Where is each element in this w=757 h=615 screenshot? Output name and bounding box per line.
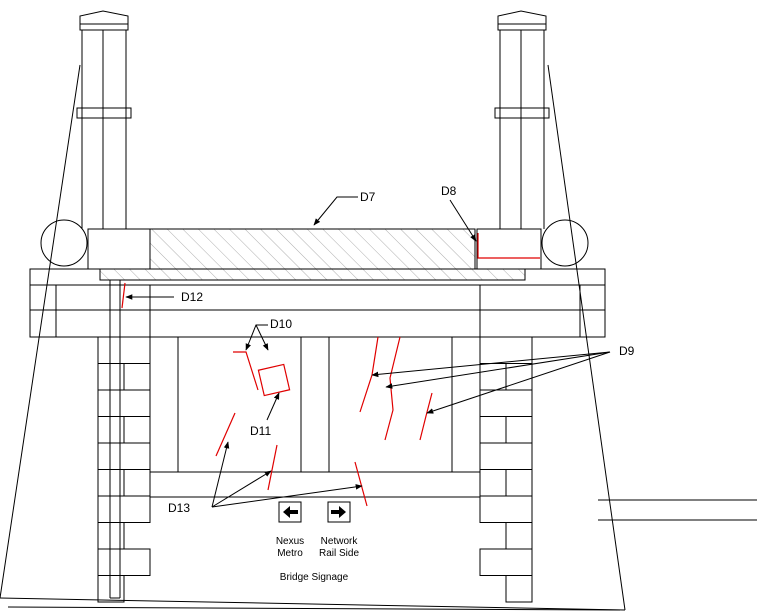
pier-frame — [149, 336, 481, 498]
defect-d13-cracks — [215, 412, 368, 507]
leader-lines — [125, 196, 611, 508]
left-lamp-column — [40, 10, 132, 267]
left-abutment-masonry — [97, 336, 151, 603]
arrow-left-icon — [283, 506, 298, 518]
label-d9: D9 — [619, 344, 635, 358]
sign-left — [278, 501, 302, 523]
masonry-block — [97, 389, 151, 417]
masonry-block — [479, 336, 533, 364]
masonry-block — [479, 389, 533, 417]
masonry-block — [479, 495, 533, 523]
defect-d10-mark — [233, 351, 259, 391]
sign-left-line1: Nexus — [276, 536, 304, 547]
parapet — [87, 228, 542, 270]
masonry-block — [97, 495, 151, 523]
defect-d11-mark — [257, 363, 291, 397]
masonry-block — [97, 575, 125, 603]
sign-right-line1: Network — [321, 536, 359, 547]
deck-structure — [29, 268, 606, 338]
masonry-block — [97, 336, 151, 364]
sign-right — [327, 501, 351, 523]
label-d7: D7 — [360, 190, 376, 204]
signage-caption: Bridge Signage — [280, 572, 349, 583]
adjoining-deck — [598, 499, 757, 521]
arrow-right-icon — [331, 506, 346, 518]
masonry-block — [97, 548, 151, 576]
label-d13: D13 — [168, 501, 190, 515]
masonry-block — [505, 469, 533, 497]
masonry-block — [505, 416, 533, 444]
masonry-block — [479, 548, 533, 576]
masonry-block — [505, 522, 533, 550]
sign-right-line2: Rail Side — [319, 548, 359, 559]
label-d8: D8 — [441, 184, 457, 198]
masonry-block — [97, 442, 151, 470]
label-d12: D12 — [181, 290, 203, 304]
right-lamp-column — [494, 10, 589, 267]
sign-left-line2: Metro — [277, 548, 303, 559]
masonry-block — [505, 575, 533, 603]
right-abutment-masonry — [479, 336, 533, 603]
embankment-outline — [0, 64, 626, 611]
masonry-block — [479, 442, 533, 470]
label-d10: D10 — [270, 317, 292, 331]
label-d11: D11 — [250, 424, 271, 438]
drain-pipe — [109, 280, 126, 599]
defect-d8-mark — [477, 233, 540, 259]
defect-d9-cracks — [359, 336, 433, 441]
